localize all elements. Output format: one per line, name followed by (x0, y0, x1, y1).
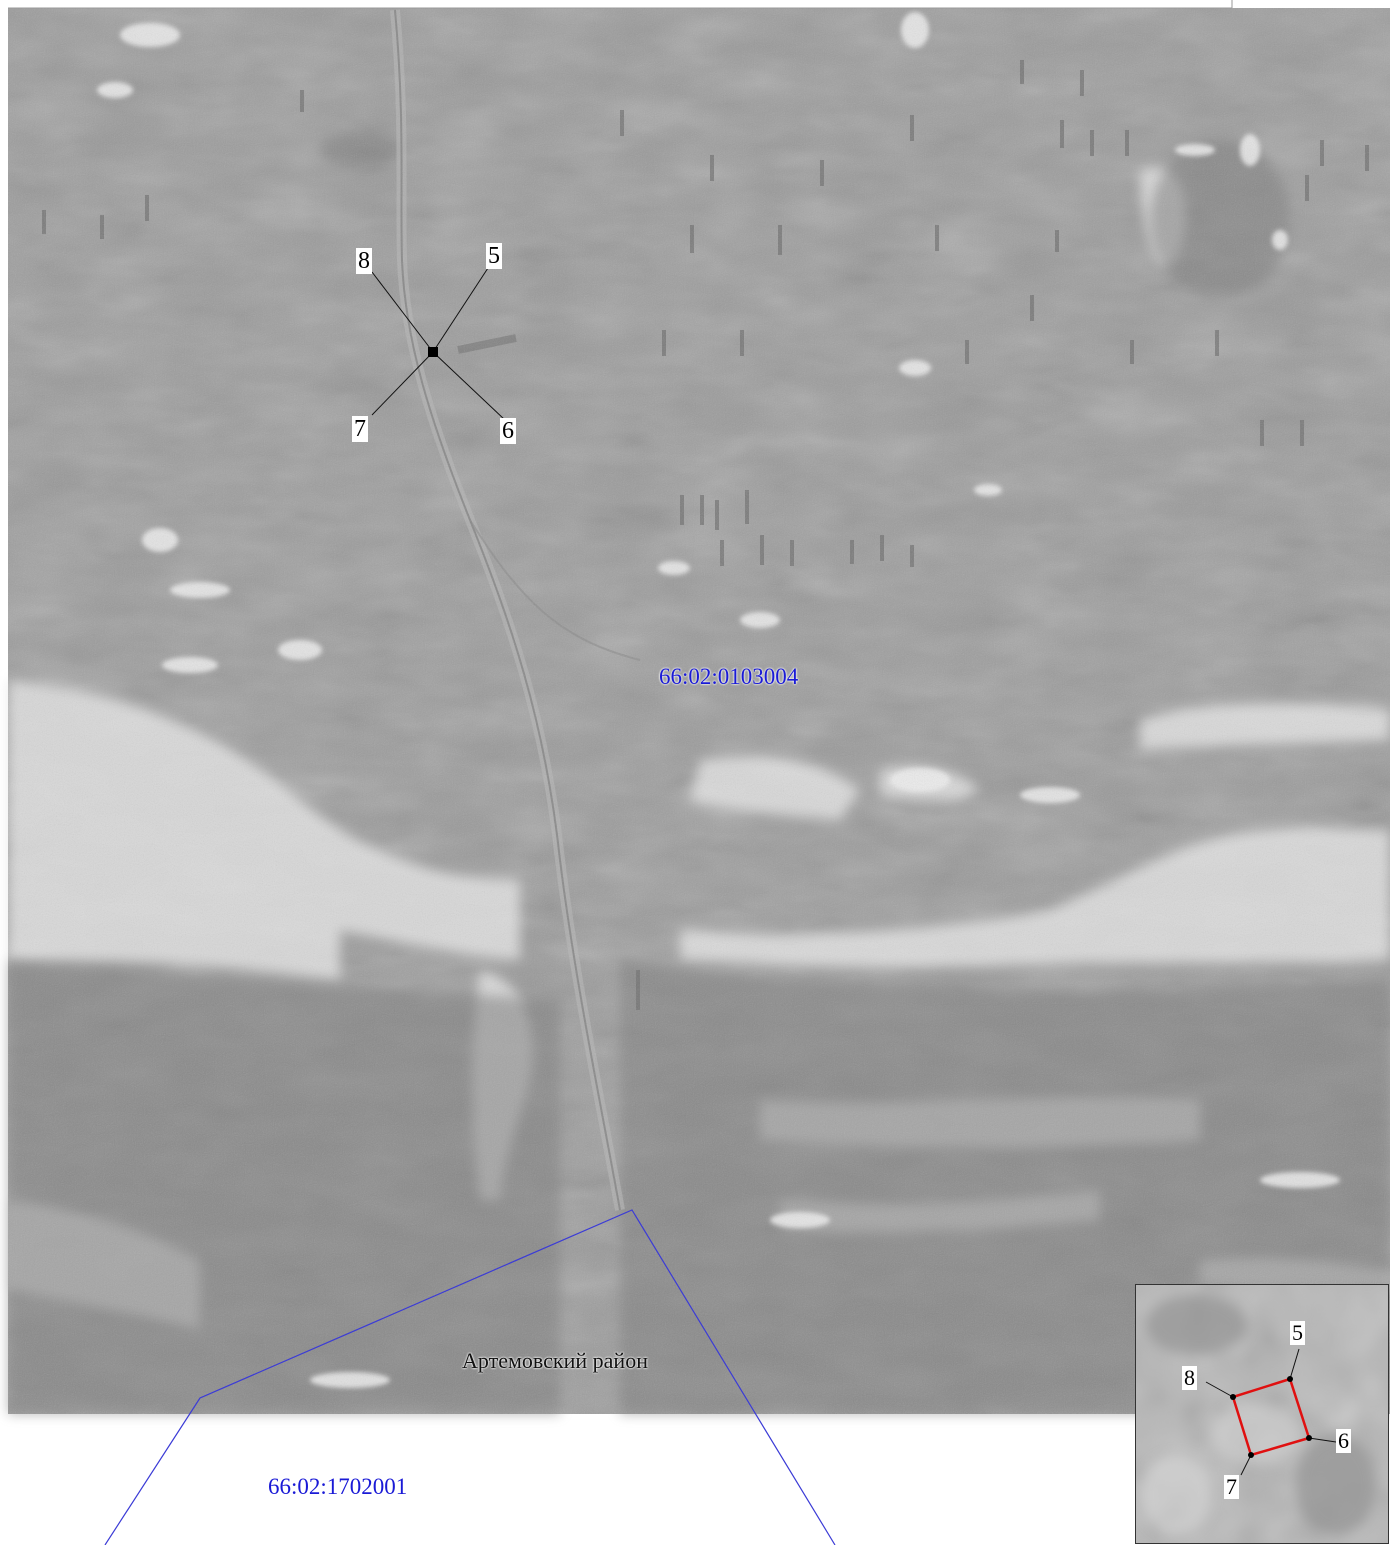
land-plot-marker (428, 347, 438, 357)
point-leader-lines (371, 267, 506, 421)
inset-map: 5 6 7 8 (1135, 1284, 1389, 1544)
cadastral-quarter-label-south: 66:02:1702001 (268, 1474, 408, 1499)
inset-point-label-5: 5 (1290, 1320, 1305, 1345)
quarter-boundary-line (104, 1209, 836, 1545)
point-label-7: 7 (352, 416, 368, 442)
cadastral-quarter-label-north: 66:02:0103004 (659, 664, 799, 689)
inset-map-drawing (1136, 1285, 1388, 1543)
inset-point-label-6: 6 (1336, 1428, 1351, 1453)
inset-point-label-7: 7 (1224, 1474, 1239, 1499)
aerial-photo (8, 8, 1390, 1414)
point-label-6: 6 (500, 418, 516, 444)
district-label: Артемовский район (462, 1348, 648, 1373)
inset-point-label-8: 8 (1182, 1365, 1197, 1390)
point-label-5: 5 (486, 243, 502, 269)
point-label-8: 8 (356, 248, 372, 274)
